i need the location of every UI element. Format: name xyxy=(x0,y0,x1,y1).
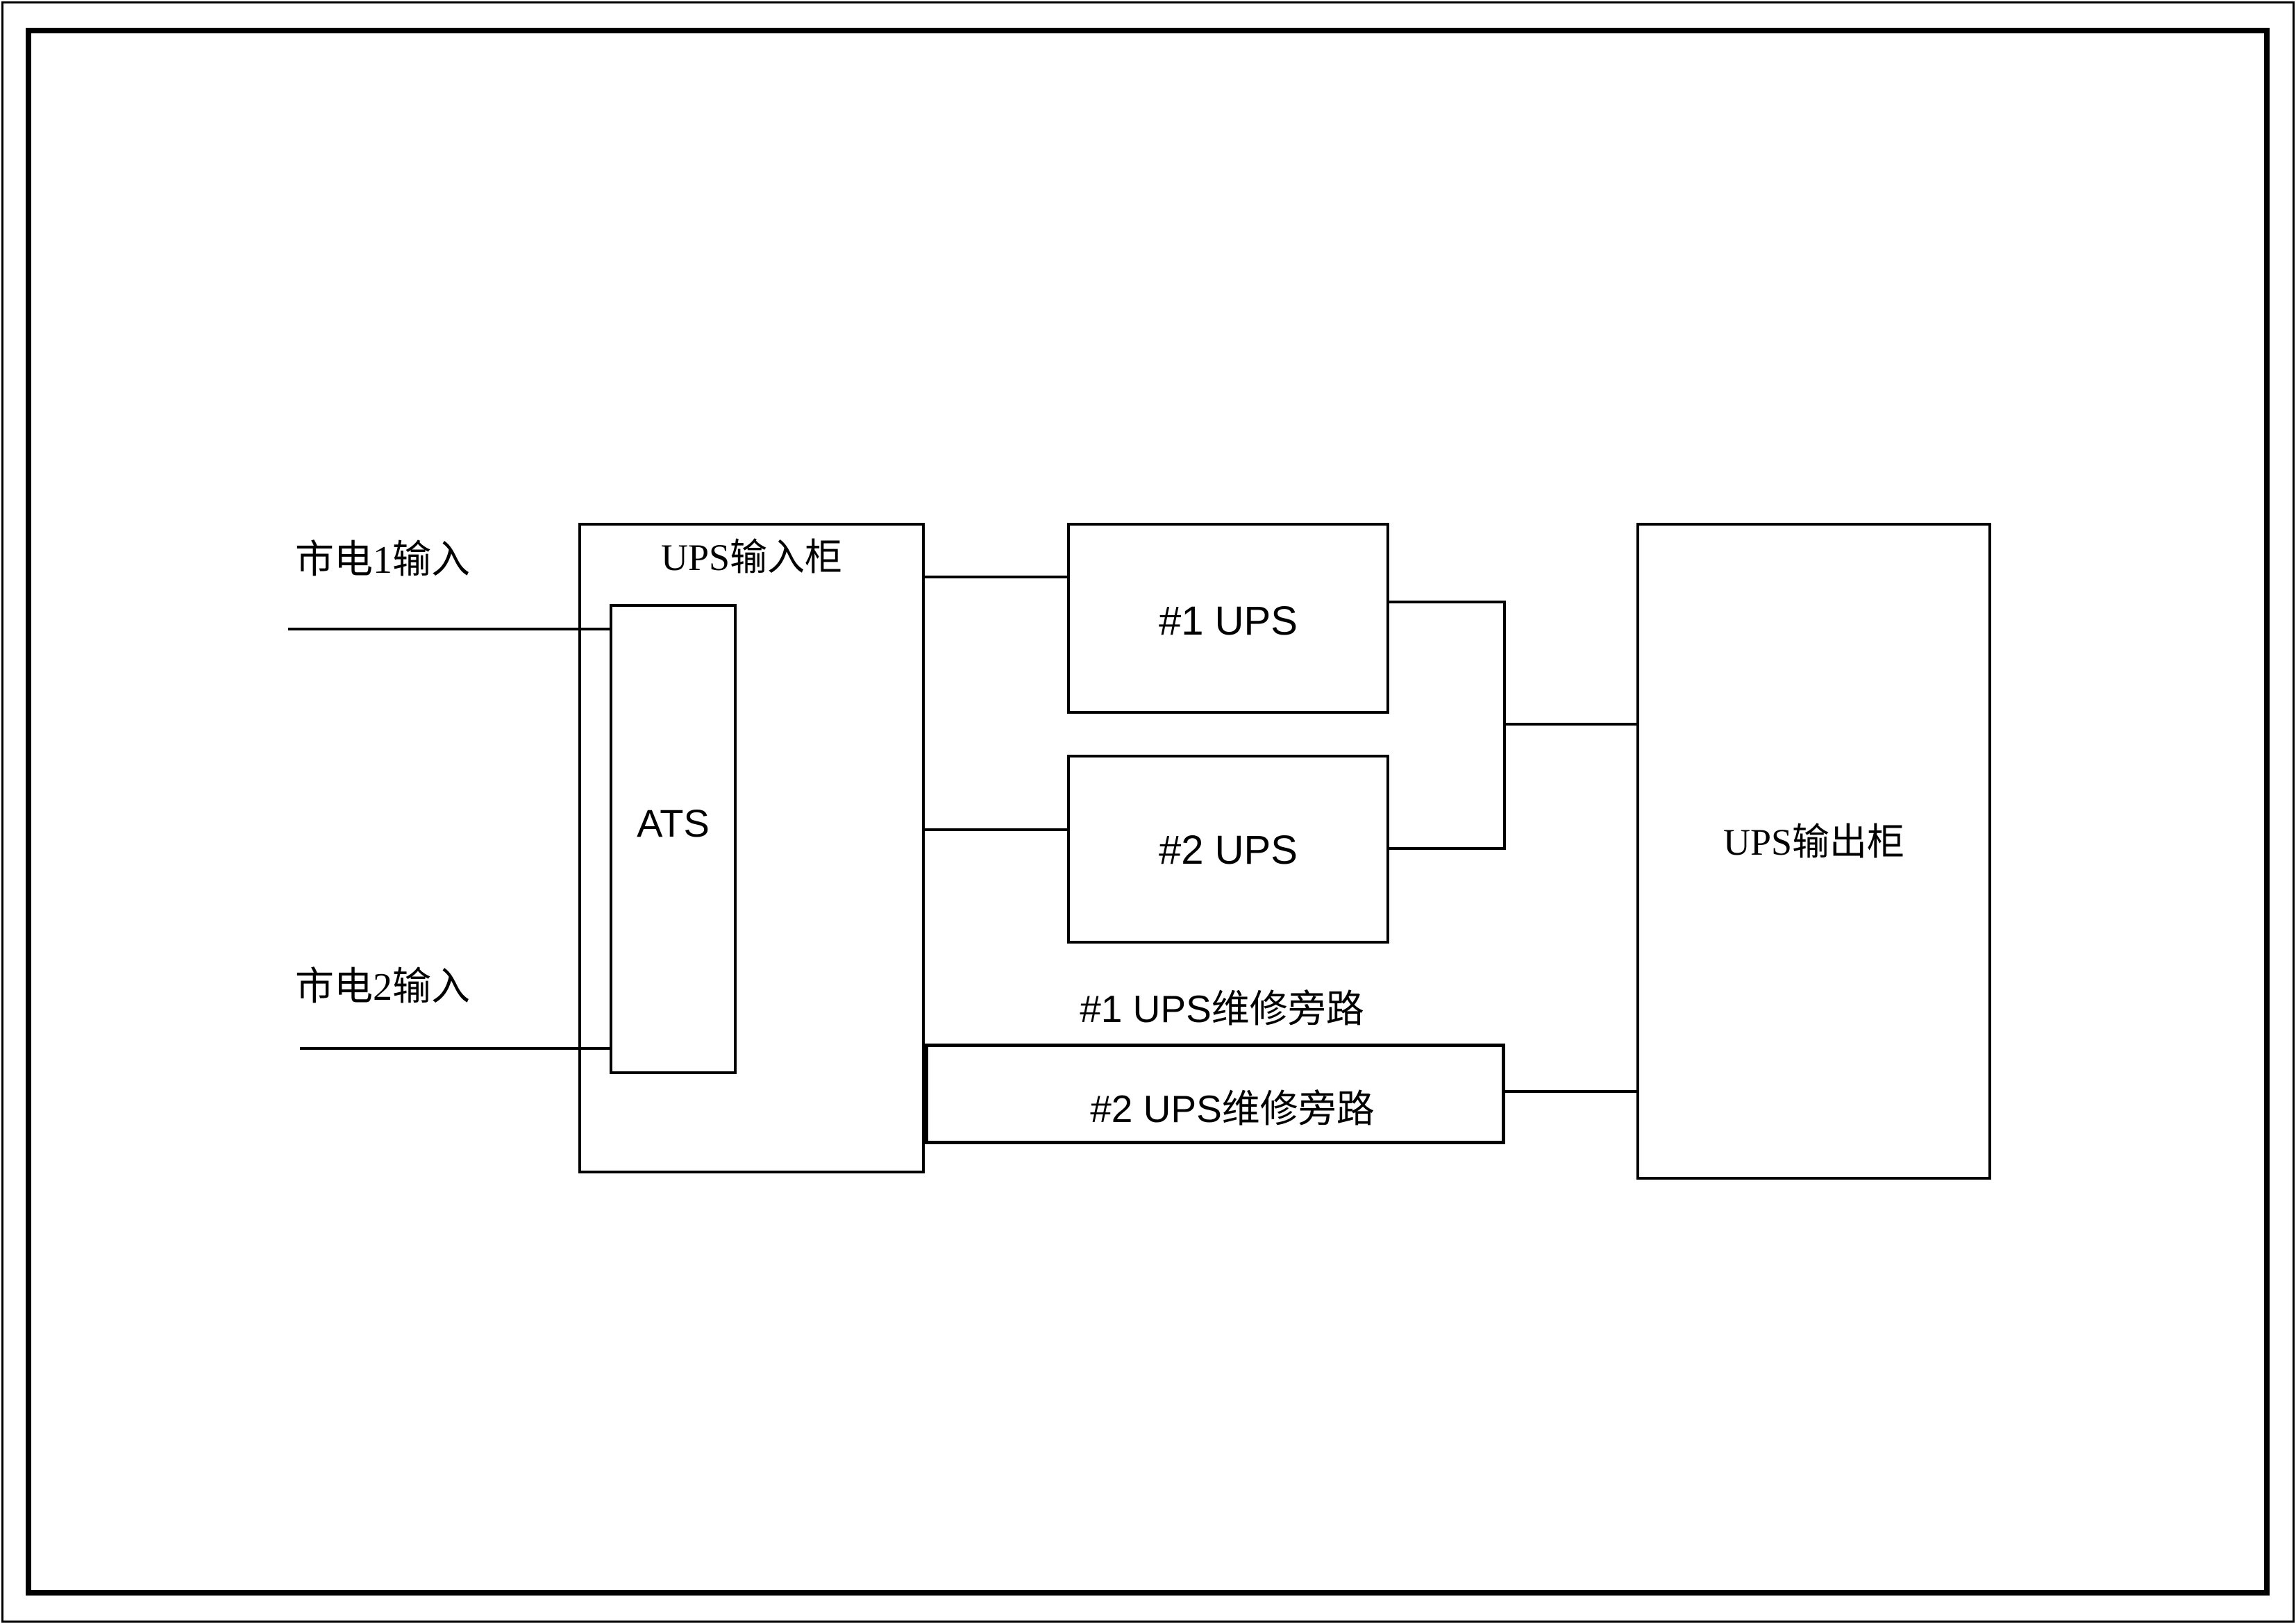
mains2-input-label: 市电2输入 xyxy=(295,966,470,1009)
ups-input-cabinet-label: UPS输入柜 xyxy=(660,537,843,578)
sheet-inner-border xyxy=(26,28,2270,1596)
mains1-input-label: 市电1输入 xyxy=(295,539,470,582)
ups2-label: #2 UPS xyxy=(1159,828,1298,873)
mains2-input-line xyxy=(300,1047,612,1050)
ats-box xyxy=(610,604,737,1074)
ats-label: ATS xyxy=(637,801,710,845)
ups-output-cabinet-box xyxy=(1636,523,1991,1180)
ups1-maintenance-bypass-label: #1 UPS维修旁路 xyxy=(1080,987,1364,1030)
bypass-to-output-cabinet-line xyxy=(1504,1090,1638,1093)
ups1-label: #1 UPS xyxy=(1159,598,1298,644)
ups1-output-line xyxy=(1388,601,1506,603)
ups2-output-line xyxy=(1388,847,1506,850)
cabinet-to-ups2-line xyxy=(922,828,1069,831)
merge-to-output-cabinet-line xyxy=(1503,723,1638,726)
ups-input-cabinet-box xyxy=(578,523,925,1173)
maintenance-bypass-box xyxy=(925,1044,1505,1144)
ups1-box xyxy=(1067,523,1389,714)
mains1-input-line xyxy=(288,628,612,630)
ups2-maintenance-bypass-label: #2 UPS维修旁路 xyxy=(1090,1087,1375,1130)
ups-output-cabinet-label: UPS输出柜 xyxy=(1723,821,1905,863)
cabinet-to-ups1-line xyxy=(922,576,1069,578)
